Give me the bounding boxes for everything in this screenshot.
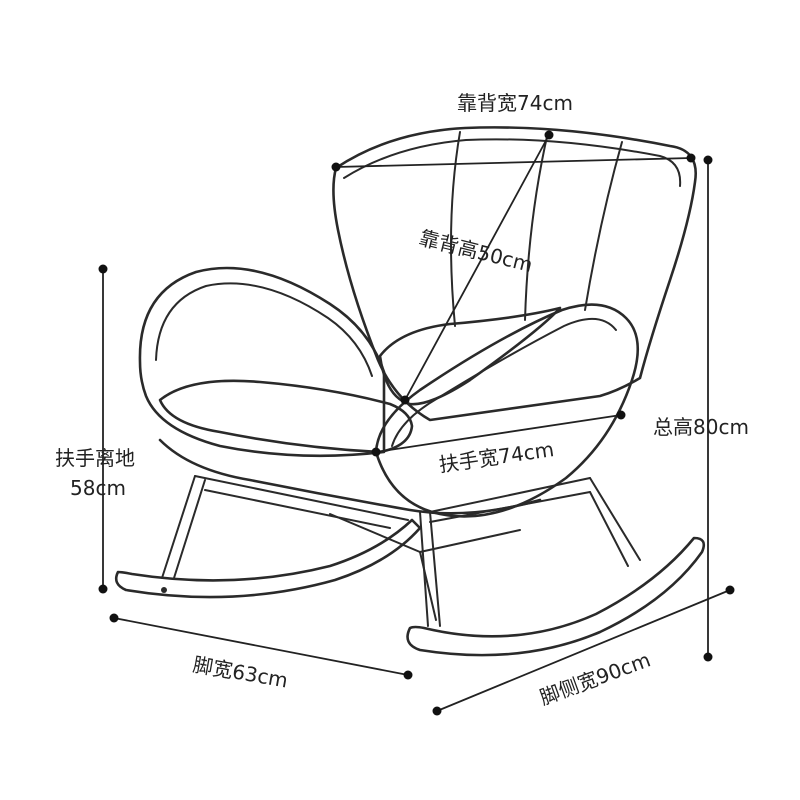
right-armrest	[374, 303, 640, 518]
left-armrest-inner	[155, 282, 373, 377]
backrest-shell	[332, 126, 698, 422]
seat-base	[158, 438, 542, 515]
label-base-side-width: 脚侧宽90cm	[537, 647, 654, 709]
base-width-line	[113, 617, 409, 676]
base-side-width-line	[436, 589, 731, 712]
backrest-height-line	[404, 134, 550, 401]
label-armrest-height-line1: 扶手离地	[55, 446, 135, 470]
backrest-width-line	[335, 157, 692, 168]
seat-cushion	[158, 379, 414, 454]
backrest-inner-edge	[343, 138, 682, 187]
metal-frame	[161, 475, 641, 627]
right-armrest-inner	[391, 318, 617, 447]
right-rocker	[406, 536, 706, 657]
back-cushion	[378, 306, 562, 406]
armrest-width-line	[375, 414, 622, 453]
left-armrest	[138, 266, 386, 458]
label-total-height: 总高80cm	[653, 415, 749, 439]
label-base-width: 脚宽63cm	[191, 652, 290, 692]
label-armrest-height-line2: 58cm	[70, 476, 126, 500]
label-armrest-width: 扶手宽74cm	[437, 437, 555, 477]
left-rocker	[114, 518, 422, 599]
label-backrest-width: 靠背宽74cm	[457, 91, 573, 115]
dimension-lines	[98, 130, 735, 716]
rocking-chair-illustration	[114, 126, 706, 657]
